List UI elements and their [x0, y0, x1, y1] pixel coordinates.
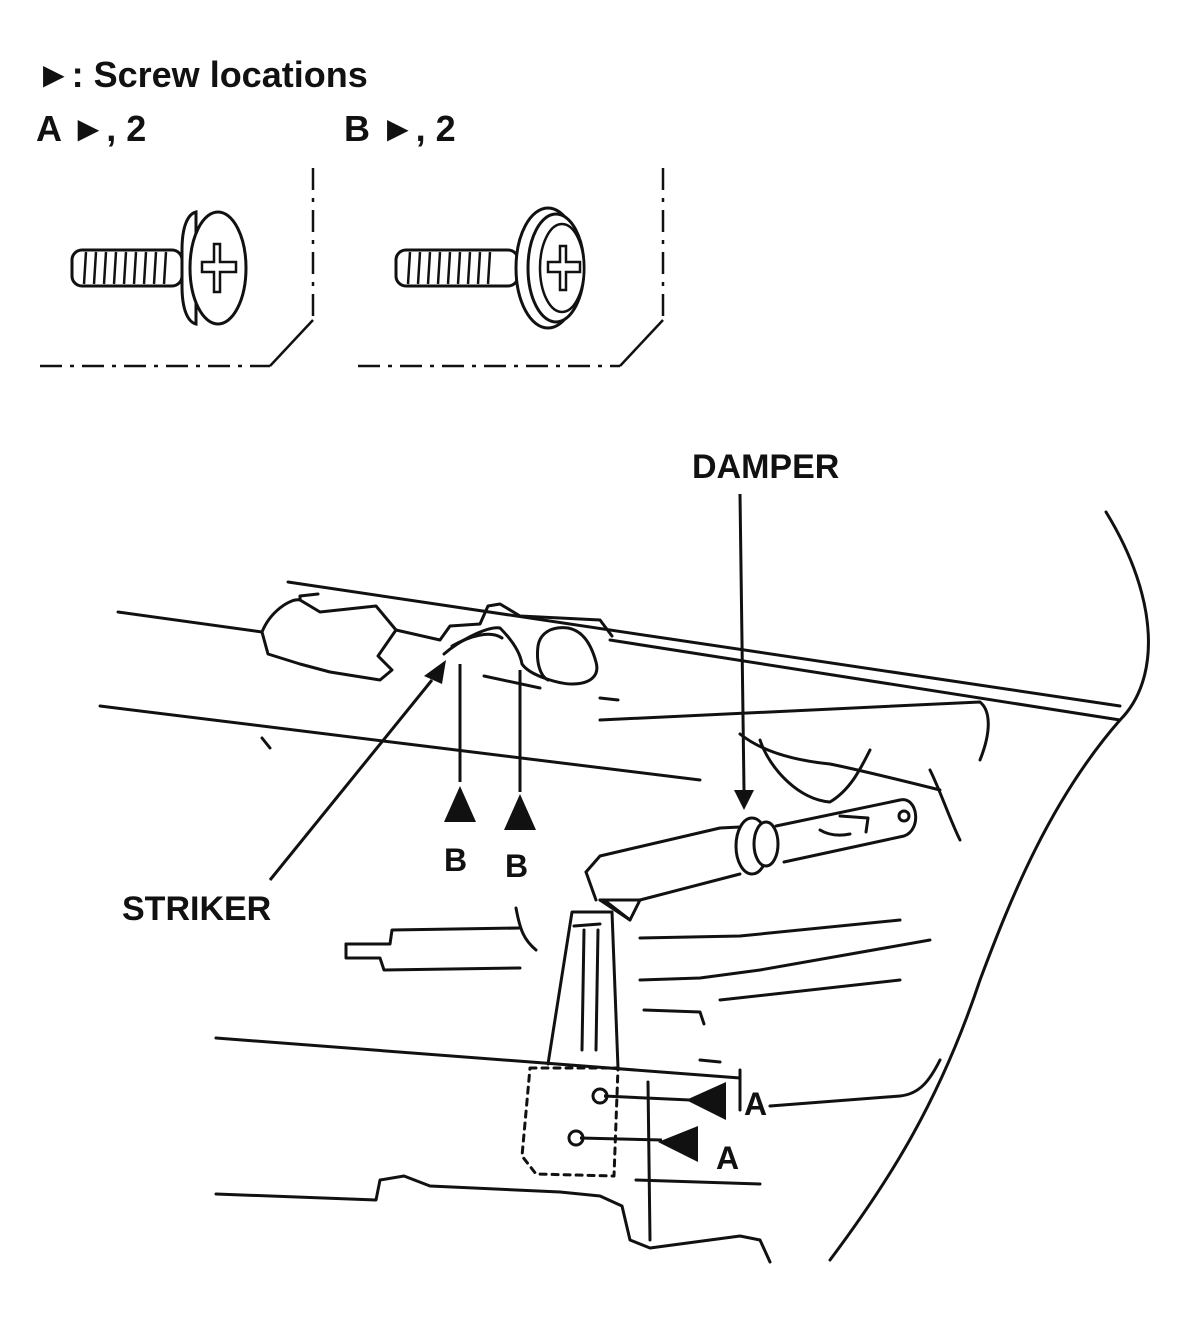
arrowheads — [424, 660, 754, 1162]
screw-a-callout-lower: A — [716, 1140, 740, 1176]
body-outline — [98, 510, 1150, 1264]
screw-b-marker-left — [444, 786, 476, 822]
screw-a-marker-lower — [658, 1126, 698, 1162]
leader-lines — [268, 493, 746, 1142]
legend-screw-b-label: B ►, 2 — [344, 108, 456, 149]
screw-b-callout-right: B — [505, 848, 529, 884]
legend-panel-b — [358, 168, 665, 368]
striker-label: STRIKER — [122, 890, 272, 928]
screw-b-callout-left: B — [444, 842, 468, 878]
screw-a-marker-upper — [686, 1082, 726, 1120]
legend-screw-a-label: A ►, 2 — [36, 108, 147, 149]
legend-panel-a — [40, 168, 315, 368]
screw-a-callout-upper: A — [744, 1086, 768, 1122]
screw-b-marker-right — [504, 794, 536, 830]
damper-label: DAMPER — [692, 448, 840, 486]
screw-a-icon — [70, 210, 248, 326]
legend-title: ►: Screw locations — [36, 54, 368, 95]
screw-b-icon — [394, 206, 586, 330]
